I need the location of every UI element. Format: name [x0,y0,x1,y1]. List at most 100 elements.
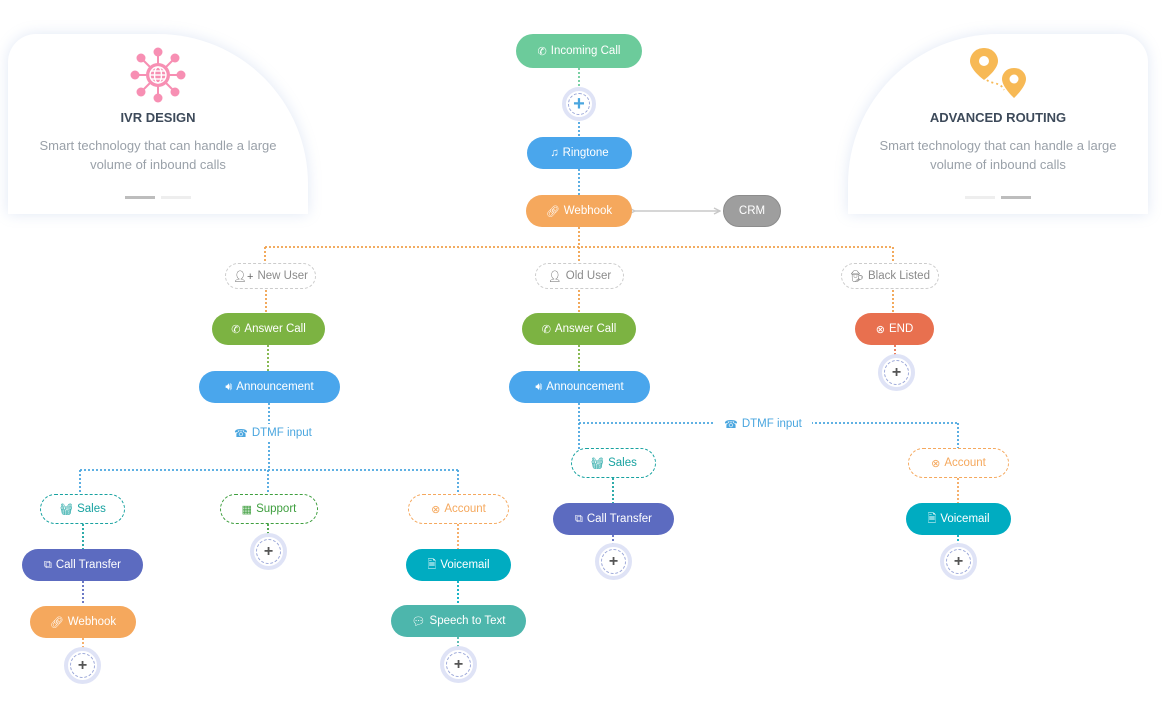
option-label: Sales [608,457,637,469]
calculator-icon: ▦ [241,503,253,516]
call-transfer-node[interactable]: ⧉Call Transfer [553,503,674,535]
node-label: Call Transfer [586,513,653,525]
branch-label-new-user[interactable]: 👤︎+New User [225,263,316,289]
carousel-indicator[interactable] [848,196,1148,199]
option-label: Support [256,503,297,515]
option-account[interactable]: ⊗Account [408,494,509,524]
voicemail-node[interactable]: 🗎Voicemail [406,549,511,581]
announcement-node[interactable]: 🔊︎Announcement [199,371,340,403]
call-transfer-node[interactable]: ⧉Call Transfer [22,549,143,581]
option-sales[interactable]: 🧺︎Sales [40,494,125,524]
answer-call-node[interactable]: ✆Answer Call [522,313,636,345]
plus-icon: + [573,93,585,115]
branch-label-old-user[interactable]: 👤︎Old User [535,263,624,289]
phone-keypad-icon: ☎ [724,418,738,431]
dtmf-input-label[interactable]: ☎DTMF input [224,424,322,442]
user-plus-icon: 👤︎+ [233,270,254,283]
carousel-dot-1[interactable] [965,196,995,199]
card-title: IVR DESIGN [120,110,196,125]
branch-label: Black Listed [867,270,930,282]
branch-label: Old User [565,270,612,282]
ringtone-node[interactable]: ♫Ringtone [527,137,632,169]
volume-icon: 🔊︎ [225,380,233,393]
dtmf-label: DTMF input [251,427,312,439]
option-label: Account [944,457,986,469]
node-label: Announcement [546,381,624,393]
node-label: Answer Call [244,323,306,335]
node-label: CRM [738,205,766,217]
node-label: Answer Call [554,323,617,335]
plus-icon: + [953,552,964,570]
add-step-button[interactable]: + [940,543,977,580]
node-label: Voicemail [940,513,990,525]
user-secret-icon: 🕵︎ [850,270,864,283]
carousel-indicator[interactable] [8,196,308,199]
voicemail-node[interactable]: 🗎Voicemail [906,503,1011,535]
option-label: Account [444,503,486,515]
basket-icon: 🧺︎ [590,457,605,470]
option-account[interactable]: ⊗Account [908,448,1009,478]
user-icon: 👤︎ [547,270,562,283]
file-icon: 🗎 [927,512,937,525]
node-label: Voicemail [440,559,490,571]
webhook-node[interactable]: 🔗︎Webhook [526,195,632,227]
add-step-button[interactable]: + [595,543,632,580]
carousel-dot-2[interactable] [1001,196,1031,199]
map-pin-route-icon [970,48,1026,98]
plus-icon: + [77,656,88,674]
node-label: Webhook [563,205,613,217]
add-step-button[interactable]: + [878,354,915,391]
phone-icon: ✆ [541,323,551,336]
music-icon: ♫ [550,147,559,159]
node-label: Incoming Call [550,45,621,57]
link-icon: 🔗︎ [49,616,64,629]
node-label: Webhook [67,616,117,628]
end-node[interactable]: ⊗END [855,313,934,345]
node-label: Speech to Text [429,615,506,627]
carousel-dot-1[interactable] [125,196,155,199]
node-label: END [888,323,914,335]
close-circle-icon: ⊗ [931,457,941,470]
dtmf-input-label[interactable]: ☎DTMF input [714,415,812,433]
carousel-dot-2[interactable] [161,196,191,199]
network-globe-icon [130,47,186,103]
plus-icon: + [263,542,274,560]
card-title: ADVANCED ROUTING [929,110,1067,125]
external-link-icon: ⧉ [43,558,52,571]
speech-to-text-node[interactable]: 💬︎Speech to Text [391,605,526,637]
option-label: Sales [77,503,106,515]
card-description: Smart technology that can handle a large… [879,138,1117,172]
plus-icon: + [608,552,619,570]
comment-icon: 💬︎ [411,615,426,628]
link-icon: 🔗︎ [545,205,560,218]
add-step-button[interactable]: + [440,646,477,683]
basket-icon: 🧺︎ [59,503,74,516]
phone-keypad-icon: ☎ [234,427,248,440]
add-step-button[interactable]: + [562,87,596,121]
phone-icon: ✆ [537,45,547,58]
file-icon: 🗎 [427,558,437,571]
webhook-node[interactable]: 🔗︎Webhook [30,606,136,638]
node-label: Ringtone [562,147,609,159]
crm-node[interactable]: CRM [723,195,781,227]
incoming-call-node[interactable]: ✆Incoming Call [516,34,642,68]
add-step-button[interactable]: + [250,533,287,570]
add-step-button[interactable]: + [64,647,101,684]
phone-icon: ✆ [231,323,241,336]
option-sales[interactable]: 🧺︎Sales [571,448,656,478]
external-link-icon: ⧉ [574,512,583,525]
answer-call-node[interactable]: ✆Answer Call [212,313,325,345]
plus-icon: + [891,363,902,381]
announcement-node[interactable]: 🔊︎Announcement [509,371,650,403]
close-circle-icon: ⊗ [875,323,885,336]
volume-icon: 🔊︎ [535,380,543,393]
plus-icon: + [453,655,464,673]
dtmf-label: DTMF input [741,418,802,430]
branch-label-black-listed[interactable]: 🕵︎Black Listed [841,263,939,289]
branch-label: New User [257,270,308,282]
node-label: Call Transfer [55,559,122,571]
node-label: Announcement [236,381,314,393]
option-support[interactable]: ▦Support [220,494,318,524]
card-description: Smart technology that can handle a large… [39,138,277,172]
close-circle-icon: ⊗ [431,503,441,516]
